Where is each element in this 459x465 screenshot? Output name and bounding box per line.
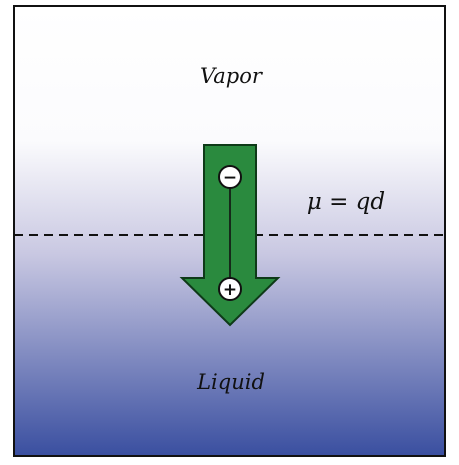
vapor-label: Vapor [200, 64, 264, 88]
diagram-frame [13, 5, 446, 457]
negative-charge-sign: − [223, 168, 237, 188]
positive-charge-icon: + [218, 277, 242, 301]
negative-charge-icon: − [218, 165, 242, 189]
liquid-label: Liquid [196, 370, 265, 394]
positive-charge-sign: + [223, 280, 237, 300]
dipole-moment-equation: μ = qd [307, 189, 385, 215]
